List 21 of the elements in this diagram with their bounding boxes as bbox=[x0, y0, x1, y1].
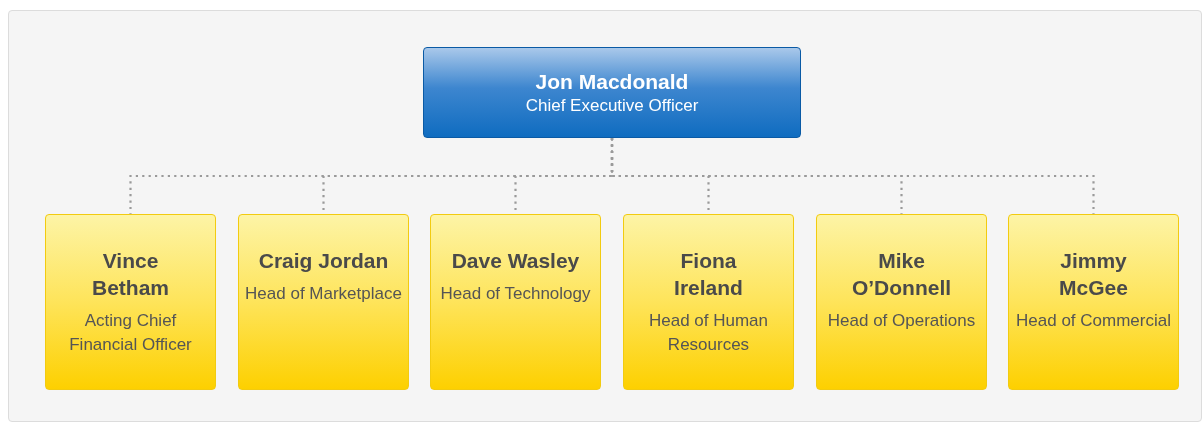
position-box bbox=[623, 214, 794, 390]
person-name: Mike O’Donnell bbox=[850, 248, 953, 301]
job-title: Chief Executive Officer bbox=[525, 94, 699, 117]
job-title: Head of Marketplace bbox=[244, 283, 403, 305]
job-title: Head of Operations bbox=[826, 310, 977, 332]
job-title: Head of Technology bbox=[439, 283, 592, 305]
job-title: Head of Human Resources bbox=[647, 310, 770, 356]
position-box bbox=[1008, 214, 1179, 390]
job-title: Acting Chief Financial Officer bbox=[68, 310, 193, 356]
position-box bbox=[45, 214, 216, 390]
person-name: Jon Macdonald bbox=[535, 68, 689, 95]
position-box bbox=[816, 214, 987, 390]
person-name: Fiona Ireland bbox=[673, 248, 744, 301]
person-name: Craig Jordan bbox=[258, 248, 389, 274]
position-box bbox=[238, 214, 409, 390]
person-name: Jimmy McGee bbox=[1058, 248, 1129, 301]
person-name: Vince Betham bbox=[91, 248, 170, 301]
job-title: Head of Commercial bbox=[1015, 310, 1172, 332]
executive-box bbox=[423, 47, 801, 138]
person-name: Dave Wasley bbox=[450, 248, 581, 274]
position-box bbox=[430, 214, 601, 390]
